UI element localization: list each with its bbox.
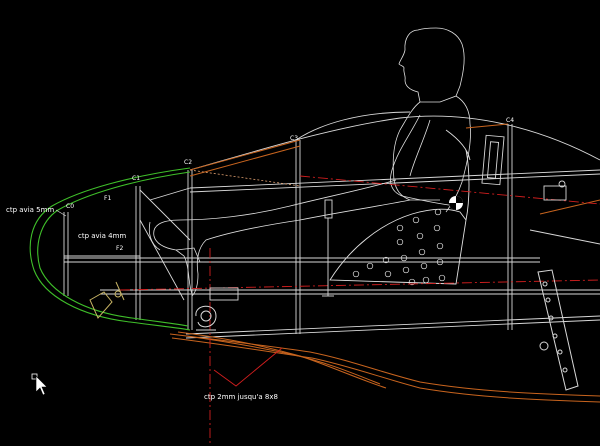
fuselage-skin: [169, 123, 600, 403]
servo-block: [209, 180, 567, 301]
instrument-panel: [481, 134, 505, 186]
annotation-leader: [55, 209, 67, 217]
center-lines: [119, 175, 600, 446]
dimension-leader: [213, 347, 283, 387]
fuselage-structure: [63, 111, 600, 339]
stick-control: [322, 199, 334, 297]
tail-gear-arm: [537, 269, 579, 391]
frame-label-c1: C1: [132, 175, 140, 182]
canopy-outline: [29, 167, 191, 331]
annotation-ctp-4mm: ctp avia 4mm: [78, 232, 126, 240]
reference-dots: [189, 169, 301, 187]
nose-linkage: [89, 281, 125, 319]
seat-panel: [329, 129, 471, 286]
frame-label-c3: C3: [290, 135, 298, 142]
snap-marker-icon: [31, 373, 38, 380]
frame-label-c4: C4: [506, 117, 514, 124]
landing-gear-mount: [195, 305, 217, 331]
annotation-ctp-5mm: ctp avia 5mm: [6, 206, 54, 214]
frame-label-c2: C2: [184, 159, 192, 166]
former-label-f1: F1: [104, 195, 111, 202]
arrow-pointer-icon: [35, 375, 48, 396]
frame-label-c0: C0: [66, 203, 74, 210]
cg-marker-icon: [449, 196, 463, 210]
annotation-ctp-2mm: ctp 2mm jusqu'a 8x8: [204, 393, 278, 401]
former-label-f2: F2: [116, 245, 123, 252]
